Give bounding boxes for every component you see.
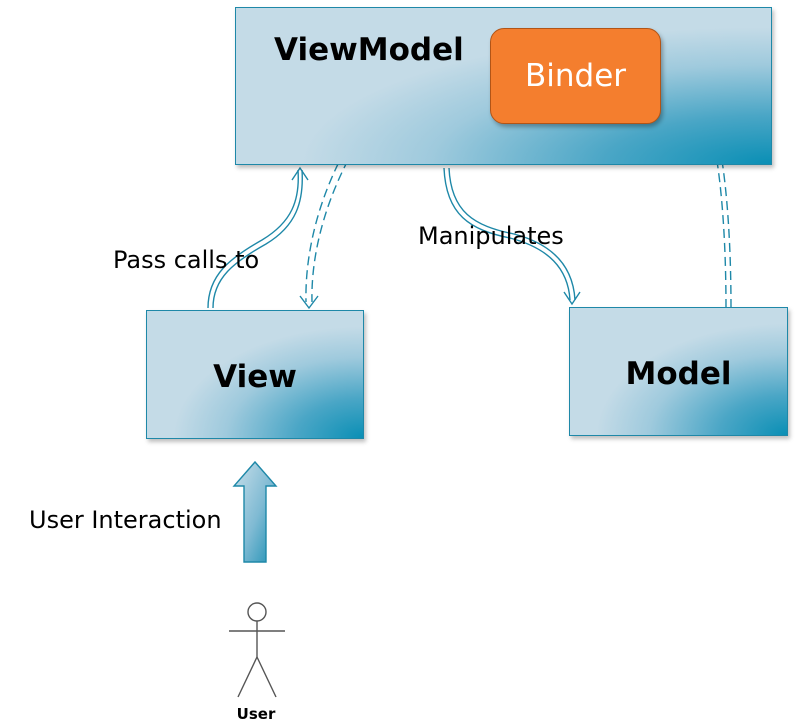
manipulates-label: Manipulates <box>418 222 564 250</box>
model-title: Model <box>625 356 732 392</box>
manipulates-arrow <box>443 167 581 306</box>
user-label: User <box>236 705 276 723</box>
user-stick-figure-icon <box>229 602 285 698</box>
user-interaction-block-arrow <box>232 460 278 563</box>
pass-calls-label: Pass calls to <box>113 246 260 274</box>
view-title: View <box>213 359 297 395</box>
binder-to-view-arrowhead <box>299 295 319 310</box>
binder-box: Binder <box>490 28 661 124</box>
view-box: View <box>146 310 364 439</box>
user-interaction-label: User Interaction <box>29 506 222 534</box>
viewmodel-title: ViewModel <box>274 32 464 68</box>
model-box: Model <box>569 307 788 436</box>
pass-calls-arrow <box>207 166 309 309</box>
binder-label: Binder <box>524 58 627 94</box>
